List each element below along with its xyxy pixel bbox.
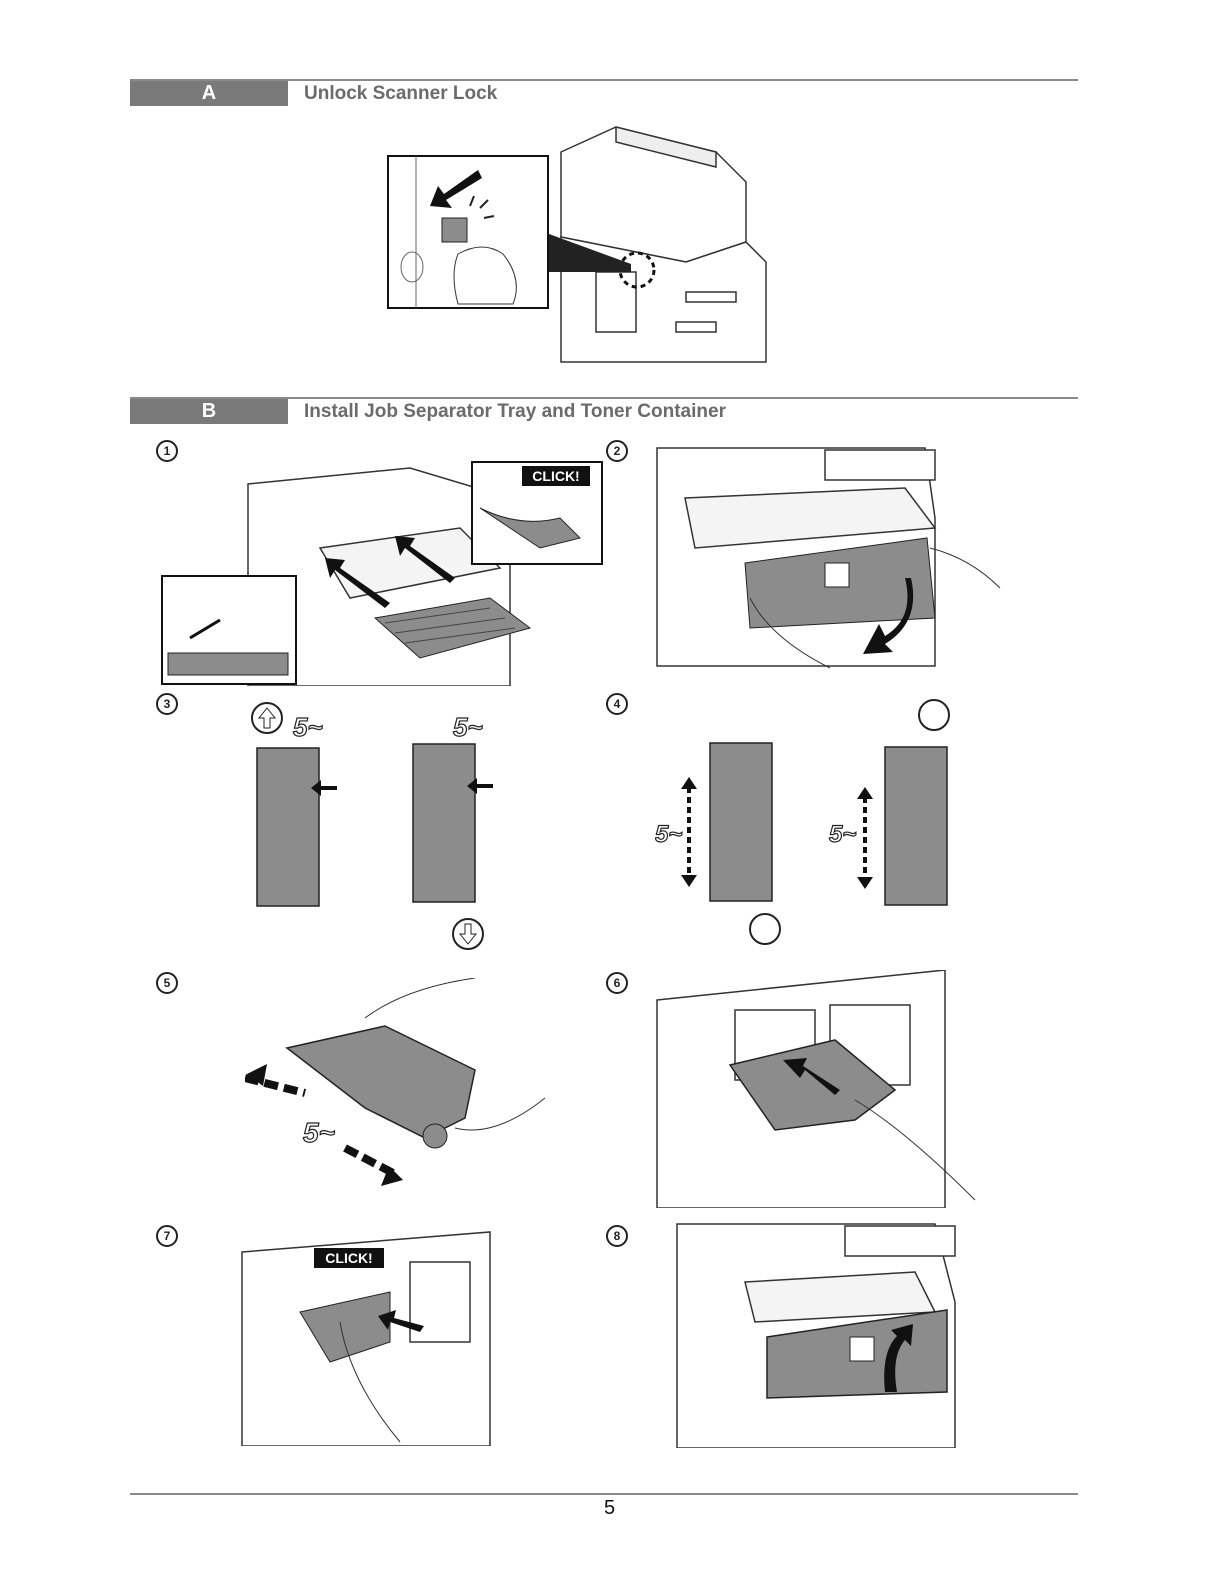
step-1-tray-illustration: CLICK!	[160, 458, 606, 686]
step-1-click-label: CLICK!	[532, 468, 579, 484]
step-4-shake-vertical-illustration: 5~ 5~	[655, 697, 980, 947]
step-3-shake-upright-illustration: 5~ 5~	[225, 700, 520, 952]
scanner-lock-illustration	[386, 122, 770, 366]
step-7-lock-toner-illustration: CLICK!	[240, 1222, 540, 1446]
step-5-number: 5	[156, 972, 178, 994]
step-2-number: 2	[606, 440, 628, 462]
step-5-shake-horizontal-illustration: 5~	[245, 978, 555, 1192]
step-3-number: 3	[156, 693, 178, 715]
step-4-shake-count-right: 5~	[829, 821, 856, 848]
step-8-number: 8	[606, 1225, 628, 1247]
step-7-click-label: CLICK!	[325, 1250, 372, 1266]
section-b-letter: B	[130, 399, 288, 424]
step-3-shake-count-right: 5~	[453, 712, 483, 742]
step-2-open-cover-illustration	[655, 438, 1005, 670]
step-6-insert-toner-illustration	[655, 970, 980, 1208]
section-a-letter: A	[130, 81, 288, 106]
step-7-number: 7	[156, 1225, 178, 1247]
step-5-shake-count: 5~	[303, 1117, 335, 1148]
step-8-close-cover-illustration	[675, 1222, 975, 1448]
section-a-title: Unlock Scanner Lock	[304, 81, 497, 106]
step-3-shake-count-left: 5~	[293, 712, 323, 742]
page-number: 5	[0, 1497, 1219, 1520]
step-4-number: 4	[606, 693, 628, 715]
step-4-shake-count-left: 5~	[655, 821, 682, 848]
section-b-title: Install Job Separator Tray and Toner Con…	[304, 399, 726, 424]
step-6-number: 6	[606, 972, 628, 994]
footer-rule	[130, 1493, 1078, 1495]
